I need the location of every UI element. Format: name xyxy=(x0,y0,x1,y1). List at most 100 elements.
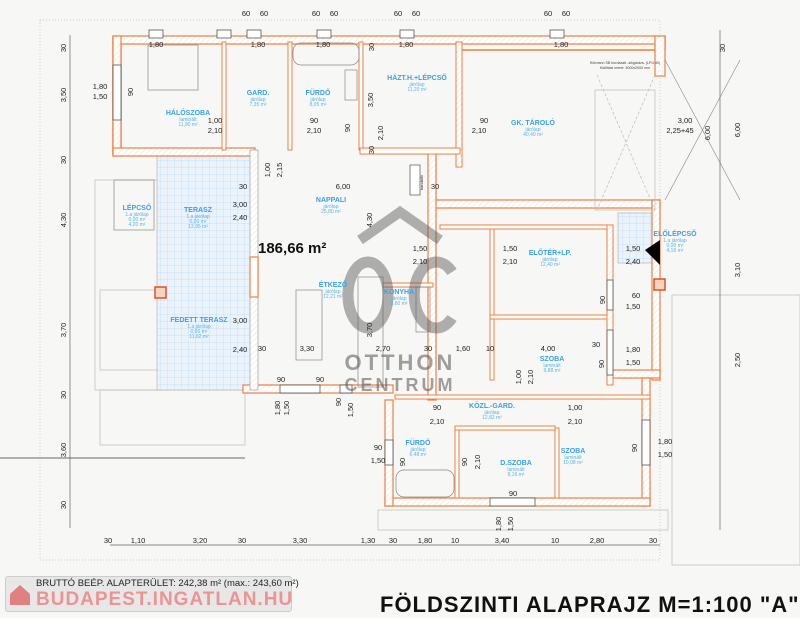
gross-area-box: BRUTTÓ BEÉP. ALAPTERÜLET: 242,38 m² (max… xyxy=(5,576,299,612)
room-area: 8,16 m² xyxy=(508,472,525,478)
dimension-label: 60 xyxy=(562,9,570,18)
room-floor: járólap xyxy=(483,410,499,416)
dimension-label: 30 xyxy=(59,501,68,509)
room-area: 12,21 m² xyxy=(323,294,343,300)
dimension-label: 4,00 xyxy=(541,344,556,353)
sink xyxy=(344,69,358,101)
dimension-label: 1,50 xyxy=(282,401,291,416)
dimension-label: 1,80 xyxy=(554,40,569,49)
dimension-label: 1,80 xyxy=(251,40,266,49)
dimension-label: 3,70 xyxy=(365,323,374,338)
carport xyxy=(594,89,656,211)
room-floor: 1.a járólap xyxy=(186,214,210,220)
dimension-label: 30 xyxy=(59,156,68,164)
room-name: HÁZT.H.+LÉPCSŐ xyxy=(387,73,447,82)
room-name: FÜRDŐ xyxy=(406,438,431,447)
bathtub xyxy=(292,42,360,66)
room-name: SZOBA xyxy=(540,356,565,363)
room-name: ELŐLÉPCSŐ xyxy=(653,229,697,238)
dimension-label: 90 xyxy=(433,403,441,412)
room-floor: járólap xyxy=(541,257,557,263)
room-floor: laminált xyxy=(507,467,525,473)
dimension-label: 1,80 xyxy=(93,82,108,91)
dimension-label: 30 xyxy=(59,44,68,52)
dimension-label: 10 xyxy=(551,536,559,545)
dimension-label: 4,30 xyxy=(365,213,374,228)
dimension-label: 2,40 xyxy=(233,213,248,222)
dimension-label: 90 xyxy=(597,360,606,368)
room-area: 12,40 m² xyxy=(540,262,560,268)
dimension-label: 3,60 xyxy=(59,443,68,458)
room-area: 8,60 m² xyxy=(391,301,408,307)
dimension-label: 2,10 xyxy=(307,126,322,135)
dimension-label: 3,70 xyxy=(59,323,68,338)
garage-door-note: Hörmann SB bordázatt -sikgarázs- (LPU 40… xyxy=(590,61,661,65)
room-floor: 1.a járólap xyxy=(125,212,149,218)
room-name: NAPPALI xyxy=(316,197,346,204)
dimension-label: 2,40 xyxy=(626,257,641,266)
dimension-label: 60 xyxy=(632,291,640,300)
kitchen-counter xyxy=(357,276,384,388)
dimension-label: 3,50 xyxy=(59,88,68,103)
dimension-label: 2,25+45 xyxy=(666,126,693,135)
dimension-label: 60 xyxy=(394,9,402,18)
dimension-label: 30 xyxy=(424,344,432,353)
dimension-label: 2,10 xyxy=(503,257,518,266)
dimension-label: 90 xyxy=(460,458,469,466)
dining-table xyxy=(295,289,323,361)
dimension-lines xyxy=(69,30,721,546)
room-floor: járólap xyxy=(322,204,338,210)
dimension-label: 90 xyxy=(480,116,488,125)
room-floor: járólap xyxy=(324,289,340,295)
dimension-label: 90 xyxy=(343,124,352,132)
dimension-label: 30 xyxy=(367,146,376,154)
room-name: KÖZL.-GARD. xyxy=(469,401,515,410)
dimension-label: 90 xyxy=(277,375,285,384)
room-floor: járólap xyxy=(409,447,425,453)
dimension-label: 1,80 xyxy=(494,517,503,532)
gross-built-area: BRUTTÓ BEÉP. ALAPTERÜLET: 242,38 m² (max… xyxy=(36,578,299,589)
room-area: 7,35 m² xyxy=(250,102,267,108)
chimney-label: kandalló xyxy=(419,174,424,190)
room-name: ELŐTÉR+LP. xyxy=(529,248,572,257)
room-floor: 1.a járólap xyxy=(187,324,211,330)
chimney xyxy=(409,164,421,196)
room-floor: laminált xyxy=(543,363,561,369)
dimension-label: 60 xyxy=(330,9,338,18)
dimension-label: 3,00 xyxy=(233,200,248,209)
dimension-label: 2,10 xyxy=(430,417,445,426)
dimension-label: 60 xyxy=(312,9,320,18)
otthon-centrum-logo-watermark xyxy=(342,205,457,334)
room-area2: 13,95 m² xyxy=(188,224,208,230)
room-area: 0,00 m² xyxy=(129,217,146,223)
dimension-label: 1,50 xyxy=(626,358,641,367)
dimension-label: 1,50 xyxy=(503,244,518,253)
dimension-label: 1,00 xyxy=(568,403,583,412)
plan-title: FÖLDSZINTI ALAPRAJZ M=1:100 "A" xyxy=(380,592,800,617)
room-floor: járólap xyxy=(249,97,265,103)
dimension-label: 4,30 xyxy=(59,213,68,228)
dimension-label: 90 xyxy=(334,398,343,406)
dimension-label: 90 xyxy=(310,116,318,125)
dimension-label: 3,00 xyxy=(233,316,248,325)
room-floor: járólap xyxy=(408,82,424,88)
dimension-label: 3,30 xyxy=(300,344,315,353)
budapest-ingatlan-logo-icon xyxy=(10,585,30,605)
dimension-label: 1,30 xyxy=(361,536,376,545)
room-name: GARD. xyxy=(247,90,270,97)
dimension-label: 10 xyxy=(451,536,459,545)
dimension-label: 1,50 xyxy=(346,403,355,418)
room-floor: járólap xyxy=(524,127,540,133)
room-area: 0,00 m² xyxy=(191,329,208,335)
dimension-label: 30 xyxy=(367,43,376,51)
room-name: KONYHA xyxy=(384,289,414,296)
garage-door-note: Kiállítási méret: 3000x2000 mm xyxy=(600,66,650,70)
